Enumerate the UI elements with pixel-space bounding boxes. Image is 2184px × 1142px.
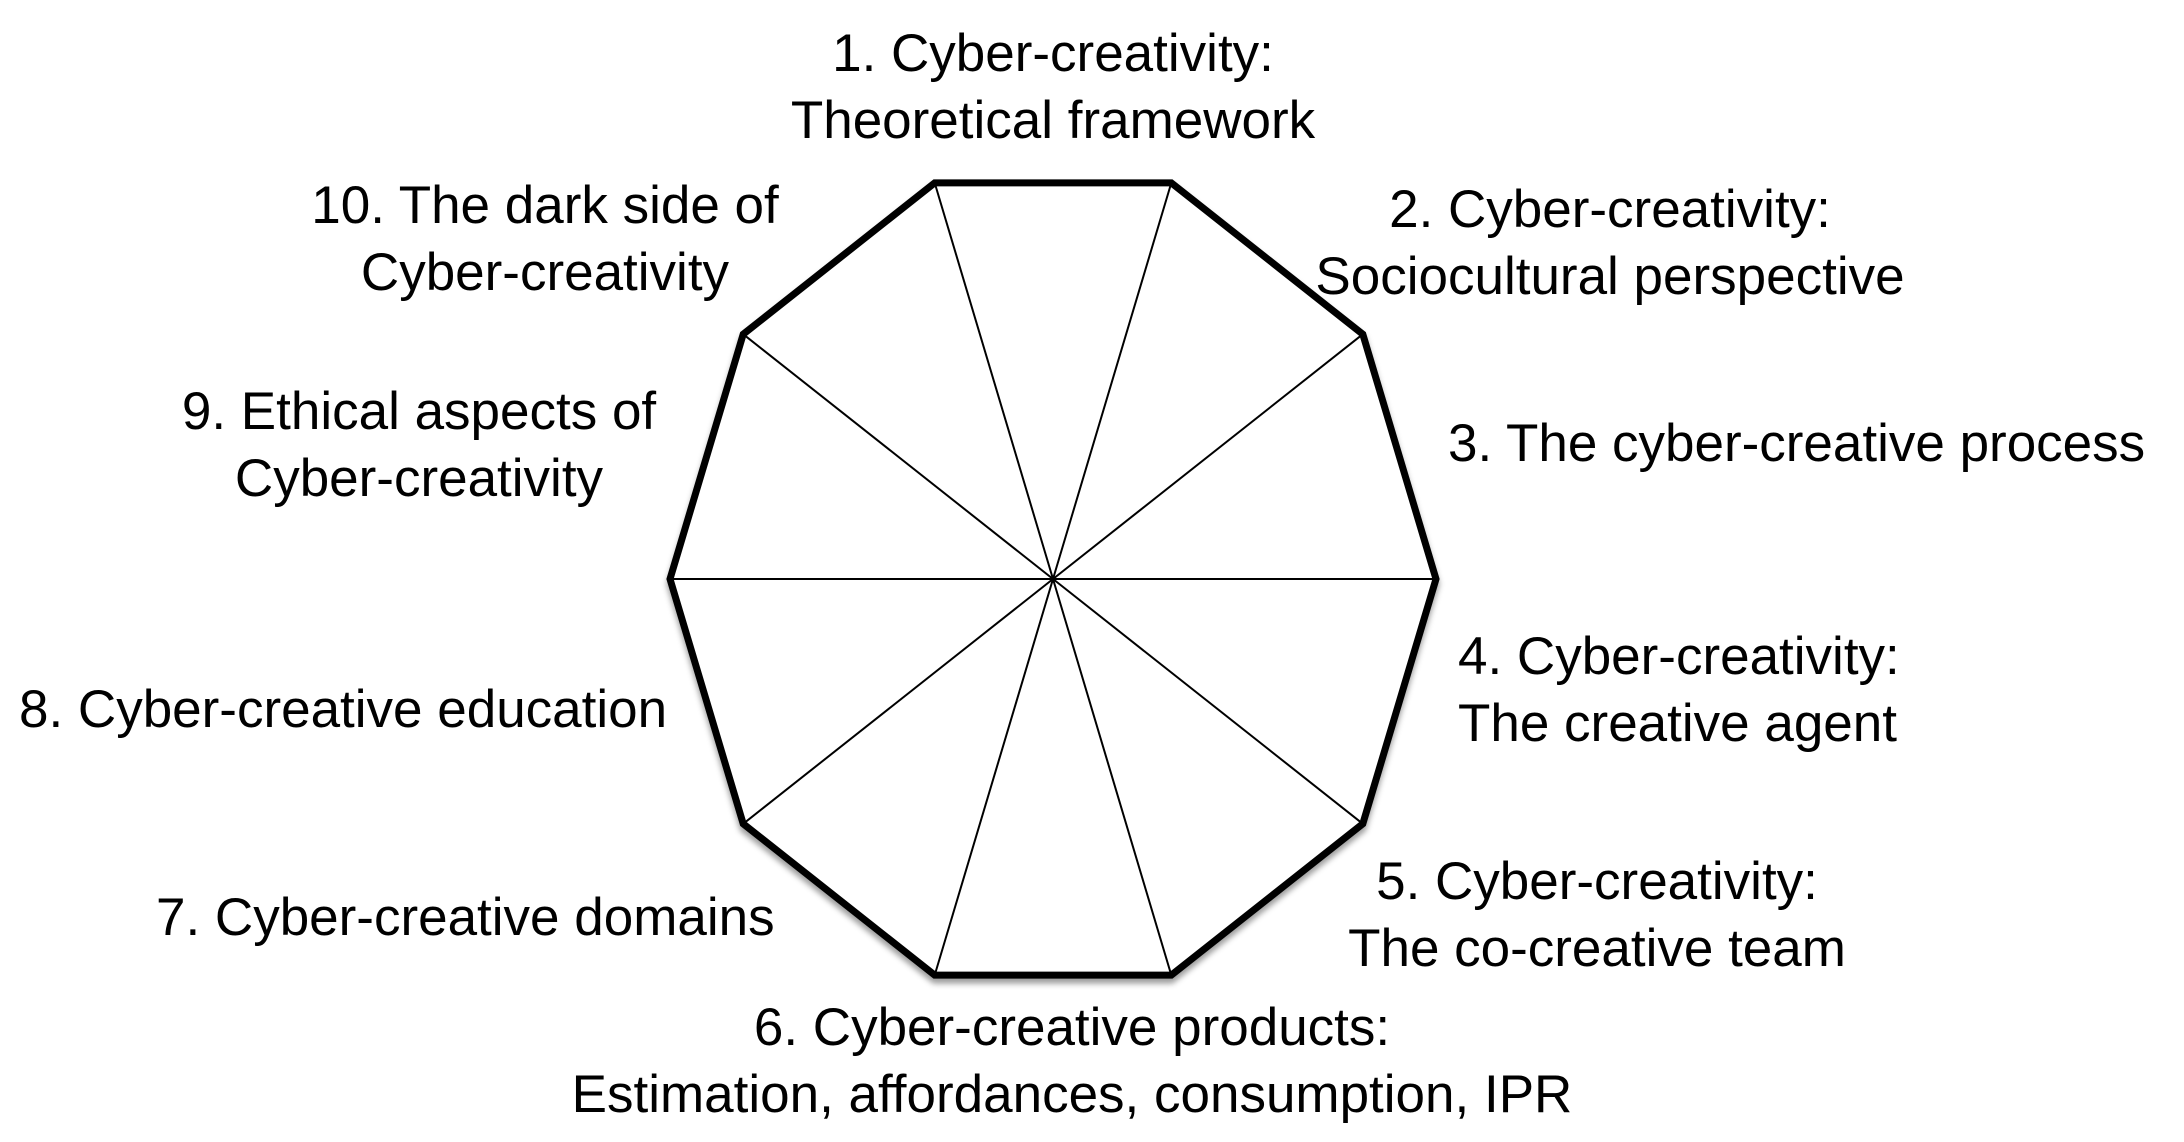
label-line: 5. Cyber-creativity: [1376, 852, 1818, 911]
spoke-line [933, 182, 1054, 580]
decagon-shape-group [666, 179, 1440, 979]
label-chapter-10: 10. The dark side of Cyber-creativity [311, 172, 778, 306]
spoke-line [1052, 333, 1364, 580]
label-line: 6. Cyber-creative products: [753, 998, 1391, 1057]
label-line: 2. Cyber-creativity: [1389, 180, 1831, 239]
label-line: 8. Cyber-creative education [19, 680, 668, 739]
label-line: Cyber-creativity [360, 243, 730, 302]
label-chapter-8: 8. Cyber-creative education [19, 676, 667, 743]
label-line: Cyber-creativity [234, 449, 604, 508]
label-line: 7. Cyber-creative domains [156, 888, 775, 947]
spoke-line [742, 333, 1054, 580]
label-chapter-2: 2. Cyber-creativity: Sociocultural persp… [1315, 176, 1904, 310]
spoke-line [1052, 578, 1173, 976]
label-chapter-9: 9. Ethical aspects of Cyber-creativity [182, 378, 656, 512]
label-line: Sociocultural perspective [1315, 247, 1905, 306]
label-chapter-6: 6. Cyber-creative products: Estimation, … [572, 994, 1573, 1128]
label-line: Theoretical framework [790, 91, 1316, 150]
label-line: 10. The dark side of [311, 176, 779, 235]
label-chapter-5: 5. Cyber-creativity: The co-creative tea… [1348, 848, 1846, 982]
label-chapter-1: 1. Cyber-creativity: Theoretical framewo… [791, 20, 1315, 154]
spoke-line [1052, 182, 1173, 580]
label-line: 1. Cyber-creativity: [832, 24, 1274, 83]
spoke-line [1052, 578, 1364, 825]
label-chapter-7: 7. Cyber-creative domains [156, 884, 775, 951]
label-chapter-4: 4. Cyber-creativity: The creative agent [1458, 623, 1900, 757]
label-line: Estimation, affordances, consumption, IP… [571, 1065, 1573, 1124]
label-line: 9. Ethical aspects of [181, 382, 657, 441]
label-line: The creative agent [1458, 694, 1897, 753]
label-chapter-3: 3. The cyber-creative process [1448, 410, 2145, 477]
label-line: 3. The cyber-creative process [1448, 414, 2146, 473]
label-line: 4. Cyber-creativity: [1458, 627, 1900, 686]
spoke-line [742, 578, 1054, 825]
label-line: The co-creative team [1348, 919, 1846, 978]
spokes-group [670, 182, 1436, 976]
spoke-line [933, 578, 1054, 976]
